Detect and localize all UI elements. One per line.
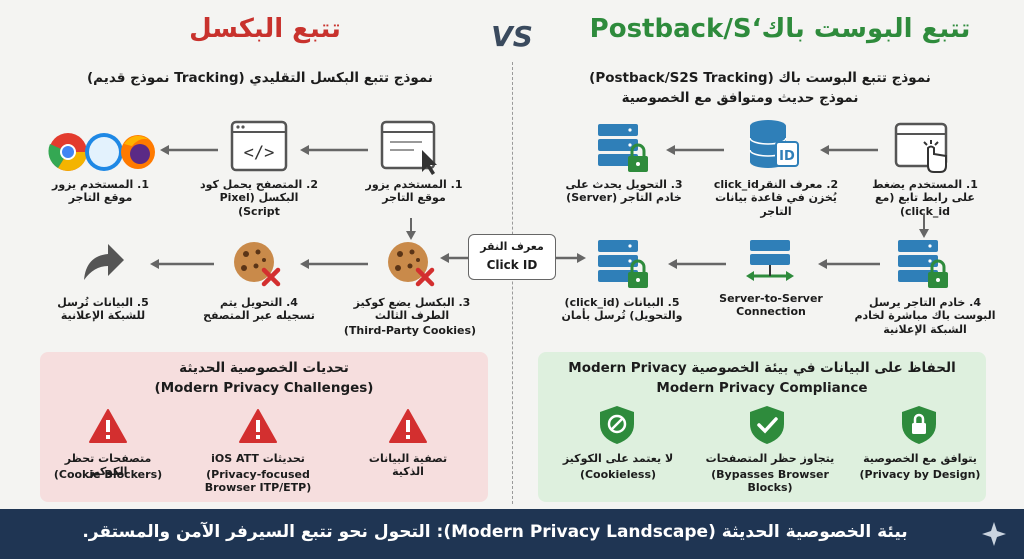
postback-step1-label: 1. المستخدم يضغط على رابط تابع (مع click…	[872, 178, 978, 218]
click-id-label-en: Click ID	[486, 258, 538, 272]
arrow-left-icon	[300, 259, 368, 269]
code-icon: </>	[230, 120, 288, 172]
sparkle-icon	[982, 522, 1006, 546]
share-arrow-icon	[84, 244, 124, 280]
arrow-left-icon	[440, 253, 468, 263]
browsers-icon	[48, 133, 155, 171]
compliance-subtitle: Modern Privacy Compliance	[656, 380, 868, 396]
warning-icon	[239, 409, 277, 443]
compliance-3-sub: (Cookieless)	[579, 468, 657, 481]
arrow-left-icon	[668, 259, 726, 269]
svg-text:ID: ID	[779, 149, 795, 164]
compliance-2-sub: (Bypasses Browser Blocks)	[711, 468, 829, 495]
challenge-3-label: تصفية البيانات الذكية	[368, 452, 448, 479]
postback-step3-label: 3. التحويل يحدث على خادم التاجر (Server)	[565, 178, 683, 205]
warning-icon	[389, 409, 427, 443]
server-lock-icon	[898, 240, 948, 288]
arrow-left-icon	[818, 259, 880, 269]
postback-step5-label: 5. البيانات (click_id) والتحويل) تُرسل ب…	[561, 296, 683, 323]
shield-check-icon	[750, 406, 784, 444]
arrow-left-icon	[666, 145, 724, 155]
challenge-2-label: تحديثات iOS ATT	[211, 452, 305, 465]
arrow-left-icon	[820, 145, 878, 155]
click-id-label-ar: معرف النقر	[480, 240, 544, 253]
compliance-2-label: يتجاوز حظر المتصفحات	[705, 452, 835, 465]
postback-step4-label: 4. خادم التاجر يرسل البوست باك مباشرة لخ…	[854, 296, 996, 336]
arrow-left-icon	[300, 145, 368, 155]
pixel-step3-label: 3. البكسل يضع كوكيز الطرف الثالث	[353, 296, 471, 323]
challenge-2-sub: (Privacy-focused Browser ITP/ETP)	[204, 468, 312, 495]
postback-subtitle: نموذج تتبع البوست باك (Postback/S2S Trac…	[589, 70, 931, 86]
shield-lock-icon	[902, 406, 936, 444]
server-to-server-label: Server-to-Server Connection	[719, 292, 823, 319]
browser-cursor-icon	[380, 120, 437, 175]
database-id-icon: ID	[749, 120, 799, 168]
pixel-title: تتبع البكسل	[189, 14, 341, 44]
warning-icon	[89, 409, 127, 443]
arrow-right-icon	[556, 253, 586, 263]
pixel-step1a-label: 1. المستخدم يزور موقع التاجر	[52, 178, 149, 205]
challenges-title: تحديات الخصوصية الحديثة	[179, 360, 349, 376]
compliance-1-label: يتوافق مع الخصوصية	[863, 452, 977, 465]
pixel-step4-label: 4. التحويل يتم تسجيله عبر المتصفح	[203, 296, 315, 323]
server-connection-icon	[746, 240, 794, 281]
arrow-down-icon	[406, 218, 416, 240]
shield-cookieless-icon	[600, 406, 634, 444]
postback-step2-label: 2. معرف النقرclick_id يُخزن في قاعدة بيا…	[713, 178, 839, 218]
compliance-1-sub: (Privacy by Design)	[859, 468, 981, 481]
footer-bar	[0, 509, 1024, 559]
click-browser-icon	[894, 122, 948, 173]
pixel-subtitle: نموذج تتبع البكسل التقليدي (Tracking نمو…	[87, 70, 433, 86]
challenge-1-sub: (Cookie Blockers)	[53, 468, 163, 481]
arrow-left-icon	[150, 259, 214, 269]
cookie-blocked-icon	[388, 242, 435, 287]
cookie-blocked-icon	[234, 242, 281, 287]
compliance-title: الحفاظ على البيانات في بيئة الخصوصية Mod…	[568, 360, 956, 376]
center-divider	[512, 62, 513, 504]
challenges-subtitle: (Modern Privacy Challenges)	[154, 380, 374, 396]
arrow-down-icon	[919, 214, 929, 238]
pixel-step2-label: 2. المتصفح يحمل كود البكسل (Pixel Script…	[200, 178, 318, 218]
pixel-step3-sub: (Third-Party Cookies)	[343, 324, 477, 337]
challenge-1-label: متصفحات تحظر الكوكيز	[64, 452, 152, 479]
server-lock-icon	[598, 240, 648, 288]
pixel-step5-label: 5. البيانات تُرسل للشبكة الإعلانية	[57, 296, 149, 323]
postback-subtitle-2: نموذج حديث ومتوافق مع الخصوصية	[621, 90, 859, 106]
svg-text:</>: </>	[244, 143, 275, 163]
postback-title: تتبع البوست باك‘Postback/S	[589, 14, 971, 44]
server-lock-icon	[598, 124, 648, 172]
pixel-step1b-label: 1. المستخدم يزور موقع التاجر	[365, 178, 463, 205]
click-id-box	[468, 234, 556, 280]
compliance-3-label: لا يعتمد على الكوكيز	[562, 452, 674, 465]
vs-label: VS	[491, 20, 533, 53]
footer-text: بيئة الخصوصية الحديثة (Modern Privacy La…	[82, 522, 908, 542]
arrow-left-icon	[160, 145, 218, 155]
